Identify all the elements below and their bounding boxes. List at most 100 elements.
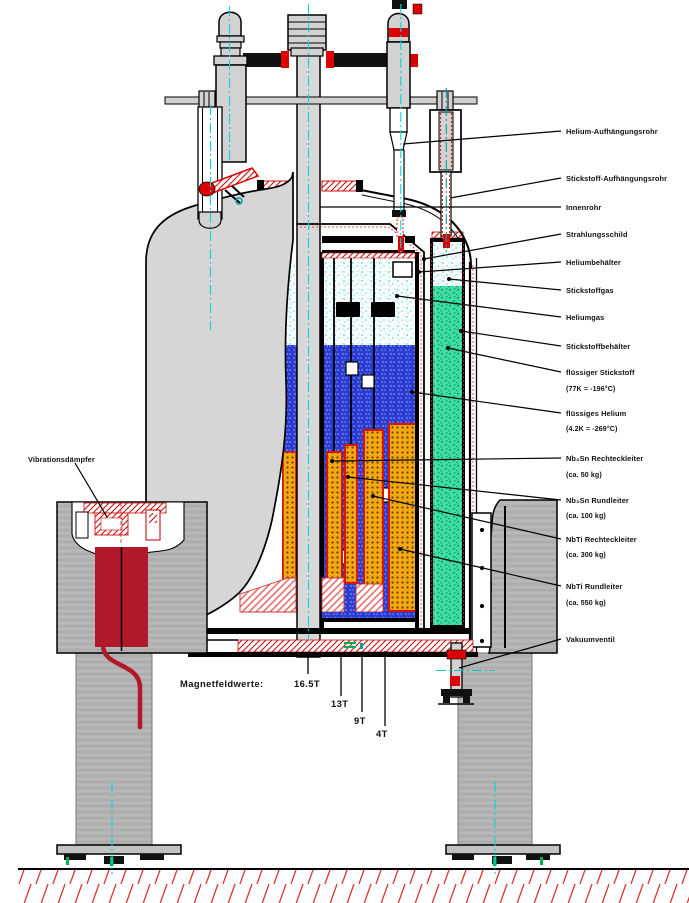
coil-former-left: [239, 577, 297, 613]
damper-pipe: [100, 642, 143, 730]
anchor-feet: [64, 854, 550, 864]
leader-nitrogen-vessel: [460, 330, 562, 347]
label-helium-suspension-tube: Helium-Aufhängungsrohr: [566, 127, 658, 136]
bolt-flange: [471, 512, 492, 648]
helium-vessel-lid: [322, 250, 415, 253]
leader-nb3sn-rect: [331, 457, 562, 462]
bottom-marker: [344, 642, 356, 644]
label-helium-gas: Heliumgas: [566, 313, 604, 322]
helium-vessel-port: [392, 261, 413, 278]
label-helium-vessel: Heliumbehälter: [566, 258, 621, 267]
right-block-body: [487, 499, 558, 654]
liquid-nitrogen-region: [433, 286, 462, 625]
coil-nb3sn-rect: [326, 451, 343, 589]
bottom-marker-teal: [360, 643, 363, 649]
label-nbti-rect-conductor: NbTi Rechteckleiter: [566, 535, 637, 544]
helium-vessel-left-wall: [320, 252, 324, 630]
flange-bolts: [479, 527, 485, 644]
label-liquid-nitrogen-sub: (77K = -196°C): [566, 385, 616, 393]
liquid-helium-bottom: [322, 612, 416, 618]
label-liquid-nitrogen: flüssiger Stickstoff: [566, 368, 635, 377]
helium-vessel-right-wall: [415, 252, 419, 630]
field-value-9t: 9T: [354, 715, 366, 726]
label-nitrogen-suspension-tube: Stickstoff-Aufhängungsrohr: [566, 174, 667, 183]
outer-lid-cone-inner: [361, 194, 461, 243]
right-support-block: [487, 499, 558, 654]
center-tube-cap: [287, 14, 327, 57]
coil-nbti-round: [388, 423, 418, 612]
inner-lid-plate-right: [405, 236, 415, 243]
label-nitrogen-gas: Stickstoffgas: [566, 286, 614, 295]
label-liquid-helium-sub: (4.2K = -269°C): [566, 425, 618, 433]
leader-helium-vessel: [418, 261, 562, 273]
flange-cap-left: [257, 180, 264, 192]
label-nb3sn-round-conductor: Nb₃Sn Rundleiter: [566, 496, 629, 505]
top-flange-right: [321, 180, 358, 192]
top-assembly: [164, 0, 478, 705]
vessel-internals: [150, 49, 492, 658]
coil-nbti-rect: [363, 429, 384, 598]
label-nb3sn-rect-conductor-sub: (ca. 50 kg): [566, 471, 602, 479]
leader-vibration-damper: [74, 462, 108, 518]
nitrogen-suspension-tube: [429, 90, 462, 248]
lead-block-left: [336, 302, 360, 317]
leader-nbti-rect: [372, 495, 562, 540]
leader-liquid-helium: [411, 391, 562, 414]
label-nb3sn-rect-conductor: Nb₃Sn Rechteckleiter: [566, 454, 643, 463]
bottom-plate: [200, 628, 470, 634]
label-liquid-helium: flüssiges Helium: [566, 409, 627, 418]
field-value-16-5t: 16.5T: [294, 678, 320, 689]
floor-hatch: [18, 870, 689, 903]
magnet-field-values: Magnetfeldwerte: 16.5T 13T 9T 4T: [180, 678, 387, 739]
leader-liquid-nitrogen: [447, 347, 562, 373]
coil-former-mid: [321, 577, 345, 613]
bottom-marker: [344, 646, 356, 648]
leader-dots: [330, 257, 463, 551]
lead-block-right: [371, 302, 395, 317]
helium-vessel-bottom: [322, 618, 418, 622]
outer-lid-cone: [360, 189, 472, 269]
support-rod: [164, 96, 478, 105]
nitrogen-vessel-right-wall: [462, 240, 465, 631]
valve-glyph: [235, 197, 243, 205]
field-value-13t: 13T: [331, 698, 348, 709]
leader-nitrogen-suspension: [449, 177, 562, 199]
leader-helium-suspension: [402, 130, 562, 145]
coil-former-right: [355, 583, 384, 613]
nitrogen-vessel-left-wall: [430, 240, 433, 631]
coil-mirror: [282, 451, 297, 581]
centerlines: [111, 4, 496, 874]
label-inner-tube: Innenrohr: [566, 203, 601, 212]
right-leg: [457, 652, 533, 846]
flange-cap-right: [356, 180, 363, 192]
label-nbti-round-conductor: NbTi Rundleiter: [566, 582, 622, 591]
leader-vacuum-valve: [458, 638, 562, 669]
label-vacuum-valve: Vakuumventil: [566, 635, 615, 644]
helium-suspension-tube: [386, 0, 423, 252]
valve-lever: [198, 167, 260, 205]
leader-helium-gas: [396, 295, 562, 318]
inner-lid-plate-left: [322, 236, 393, 243]
leader-lines: [74, 130, 562, 669]
label-nitrogen-vessel: Stickstoffbehälter: [566, 342, 630, 351]
leader-nbti-round: [399, 548, 562, 587]
vibration-damper-detail: [75, 502, 167, 545]
field-leader-lines: [307, 651, 386, 726]
floor: [18, 868, 689, 903]
helium-vessel-lid-seal: [321, 252, 416, 259]
left-baseplate: [56, 844, 182, 855]
label-nb3sn-round-conductor-sub: (ca. 100 kg): [566, 512, 606, 520]
leader-nb3sn-round: [347, 476, 562, 501]
right-label-column: Helium-Aufhängungsrohr Stickstoff-Aufhän…: [566, 127, 667, 644]
coil-support-rods: [333, 258, 375, 452]
field-caption: Magnetfeldwerte:: [180, 678, 264, 689]
bottom-closure: [188, 652, 478, 657]
top-crossbar: [243, 51, 418, 68]
right-baseplate: [445, 844, 561, 855]
left-support-block: [56, 501, 208, 730]
label-vibration-damper: Vibrationsdämpfer: [28, 455, 95, 464]
label-nbti-rect-conductor-sub: (ca. 300 kg): [566, 551, 606, 559]
leader-nitrogen-gas: [448, 278, 562, 291]
label-nbti-round-conductor-sub: (ca. 550 kg): [566, 599, 606, 607]
